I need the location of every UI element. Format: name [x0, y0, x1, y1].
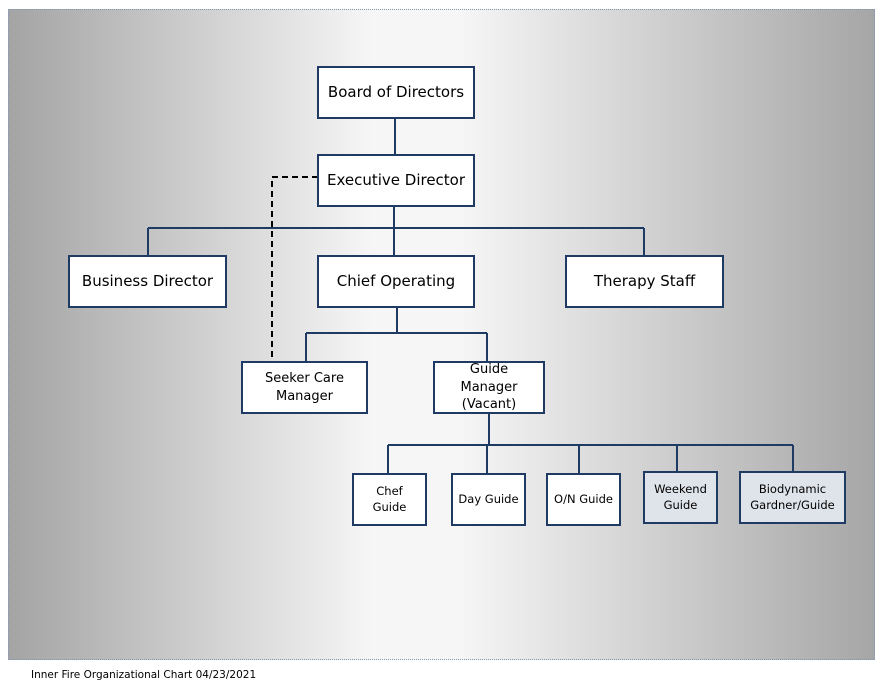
node-label: Day Guide: [458, 491, 519, 506]
node-seeker-care-manager: Seeker Care Manager: [241, 361, 368, 414]
node-label: Guide Manager (Vacant): [460, 362, 518, 413]
node-label: O/N Guide: [554, 491, 613, 506]
node-label: Biodynamic Gardner/Guide: [750, 481, 835, 512]
node-therapy-staff: Therapy Staff: [565, 255, 724, 308]
node-biodynamic-gardner-guide: Biodynamic Gardner/Guide: [739, 471, 846, 524]
node-day-guide: Day Guide: [451, 473, 526, 526]
node-on-guide: O/N Guide: [546, 473, 621, 526]
node-label: Seeker Care Manager: [265, 370, 344, 404]
node-label: Chief Operating: [336, 272, 456, 291]
chart-footer-caption: Inner Fire Organizational Chart 04/23/20…: [31, 669, 257, 681]
node-business-director: Business Director: [68, 255, 227, 308]
node-weekend-guide: Weekend Guide: [643, 471, 718, 524]
node-executive-director: Executive Director: [317, 154, 475, 207]
node-label: Weekend Guide: [654, 481, 707, 512]
node-chef-guide: Chef Guide: [352, 473, 427, 526]
node-label: Therapy Staff: [593, 272, 696, 291]
dotted-connector-executive-seeker: [271, 176, 318, 362]
node-guide-manager: Guide Manager (Vacant): [433, 361, 545, 414]
node-label: Board of Directors: [327, 83, 465, 102]
node-label: Business Director: [81, 272, 214, 291]
node-board-of-directors: Board of Directors: [317, 66, 475, 119]
node-label: Executive Director: [326, 171, 466, 190]
node-label: Chef Guide: [372, 483, 407, 514]
node-chief-operating: Chief Operating: [317, 255, 475, 308]
